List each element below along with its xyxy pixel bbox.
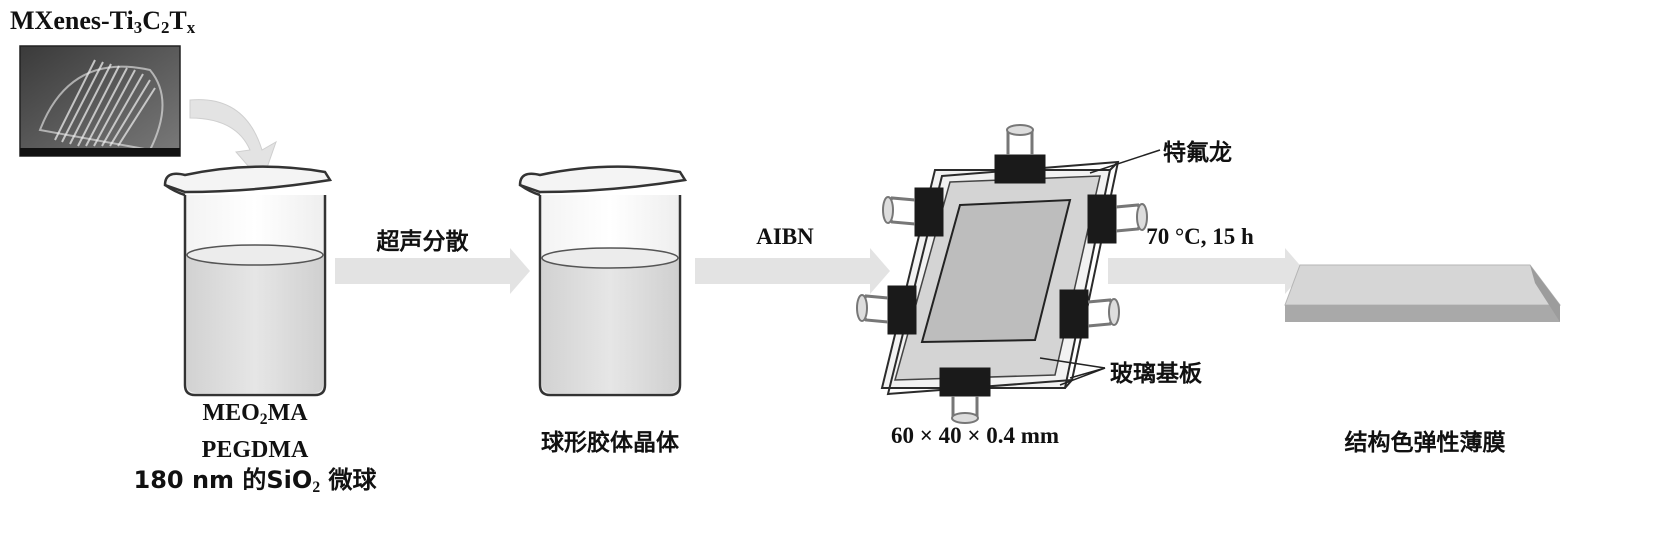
mold-size-label: 60 × 40 × 0.4 mm <box>890 423 1060 448</box>
line1-sub: 2 <box>259 410 268 428</box>
line1-pre: MEO <box>202 400 260 426</box>
title-sub-3: 3 <box>133 18 143 38</box>
clip-right-upper <box>1087 194 1117 244</box>
title-c: C <box>142 6 161 35</box>
beaker-colloidal-crystal <box>518 165 688 397</box>
mxene-title: MXenes-Ti3C2Tx <box>10 6 195 38</box>
sem-image <box>19 45 181 157</box>
line2-text: PEGDMA <box>201 436 309 463</box>
film-label: 结构色弹性薄膜 <box>1344 430 1506 456</box>
title-base: MXenes-Ti <box>10 6 134 35</box>
clip-right-lower <box>1059 289 1089 339</box>
title-sub-x: x <box>186 18 196 38</box>
elastic-film <box>1284 264 1561 322</box>
colloidal-crystal-label: 球形胶体晶体 <box>541 430 679 456</box>
line1-post: MA <box>267 400 308 426</box>
arrow-label-curing: 70 °C, 15 h <box>1146 224 1254 249</box>
arrow-label-ultrasonic: 超声分散 <box>376 229 469 255</box>
arrow-aibn <box>695 248 890 294</box>
title-t: T <box>169 6 187 35</box>
precursor-line-3: 180 nm 的SiO2 微球 <box>115 465 395 503</box>
clip-left-lower <box>887 285 917 335</box>
line3-pre: 180 nm 的SiO <box>133 465 313 494</box>
leader-lines <box>1039 149 1161 386</box>
binder-clips <box>856 124 1148 424</box>
arrow-ultrasonic <box>335 248 530 294</box>
clip-top <box>994 154 1046 184</box>
line3-post: 微球 <box>320 465 377 494</box>
precursor-line-1: MEO2MA <box>115 398 395 435</box>
precursor-label: MEO2MA PEGDMA 180 nm 的SiO2 微球 <box>115 398 395 503</box>
title-sub-2: 2 <box>160 18 170 38</box>
clip-left-upper <box>914 187 944 237</box>
arrow-label-aibn: AIBN <box>756 224 814 249</box>
line3-sub: 2 <box>312 478 321 496</box>
arrow-curing <box>1108 248 1305 294</box>
beaker-precursor <box>163 165 333 397</box>
pour-arrow <box>189 99 277 183</box>
clip-bottom <box>939 367 991 397</box>
teflon-label: 特氟龙 <box>1163 140 1232 166</box>
precursor-line-2: PEGDMA <box>115 435 395 465</box>
glass-substrate-label: 玻璃基板 <box>1110 361 1202 387</box>
mold-assembly <box>880 160 1120 396</box>
